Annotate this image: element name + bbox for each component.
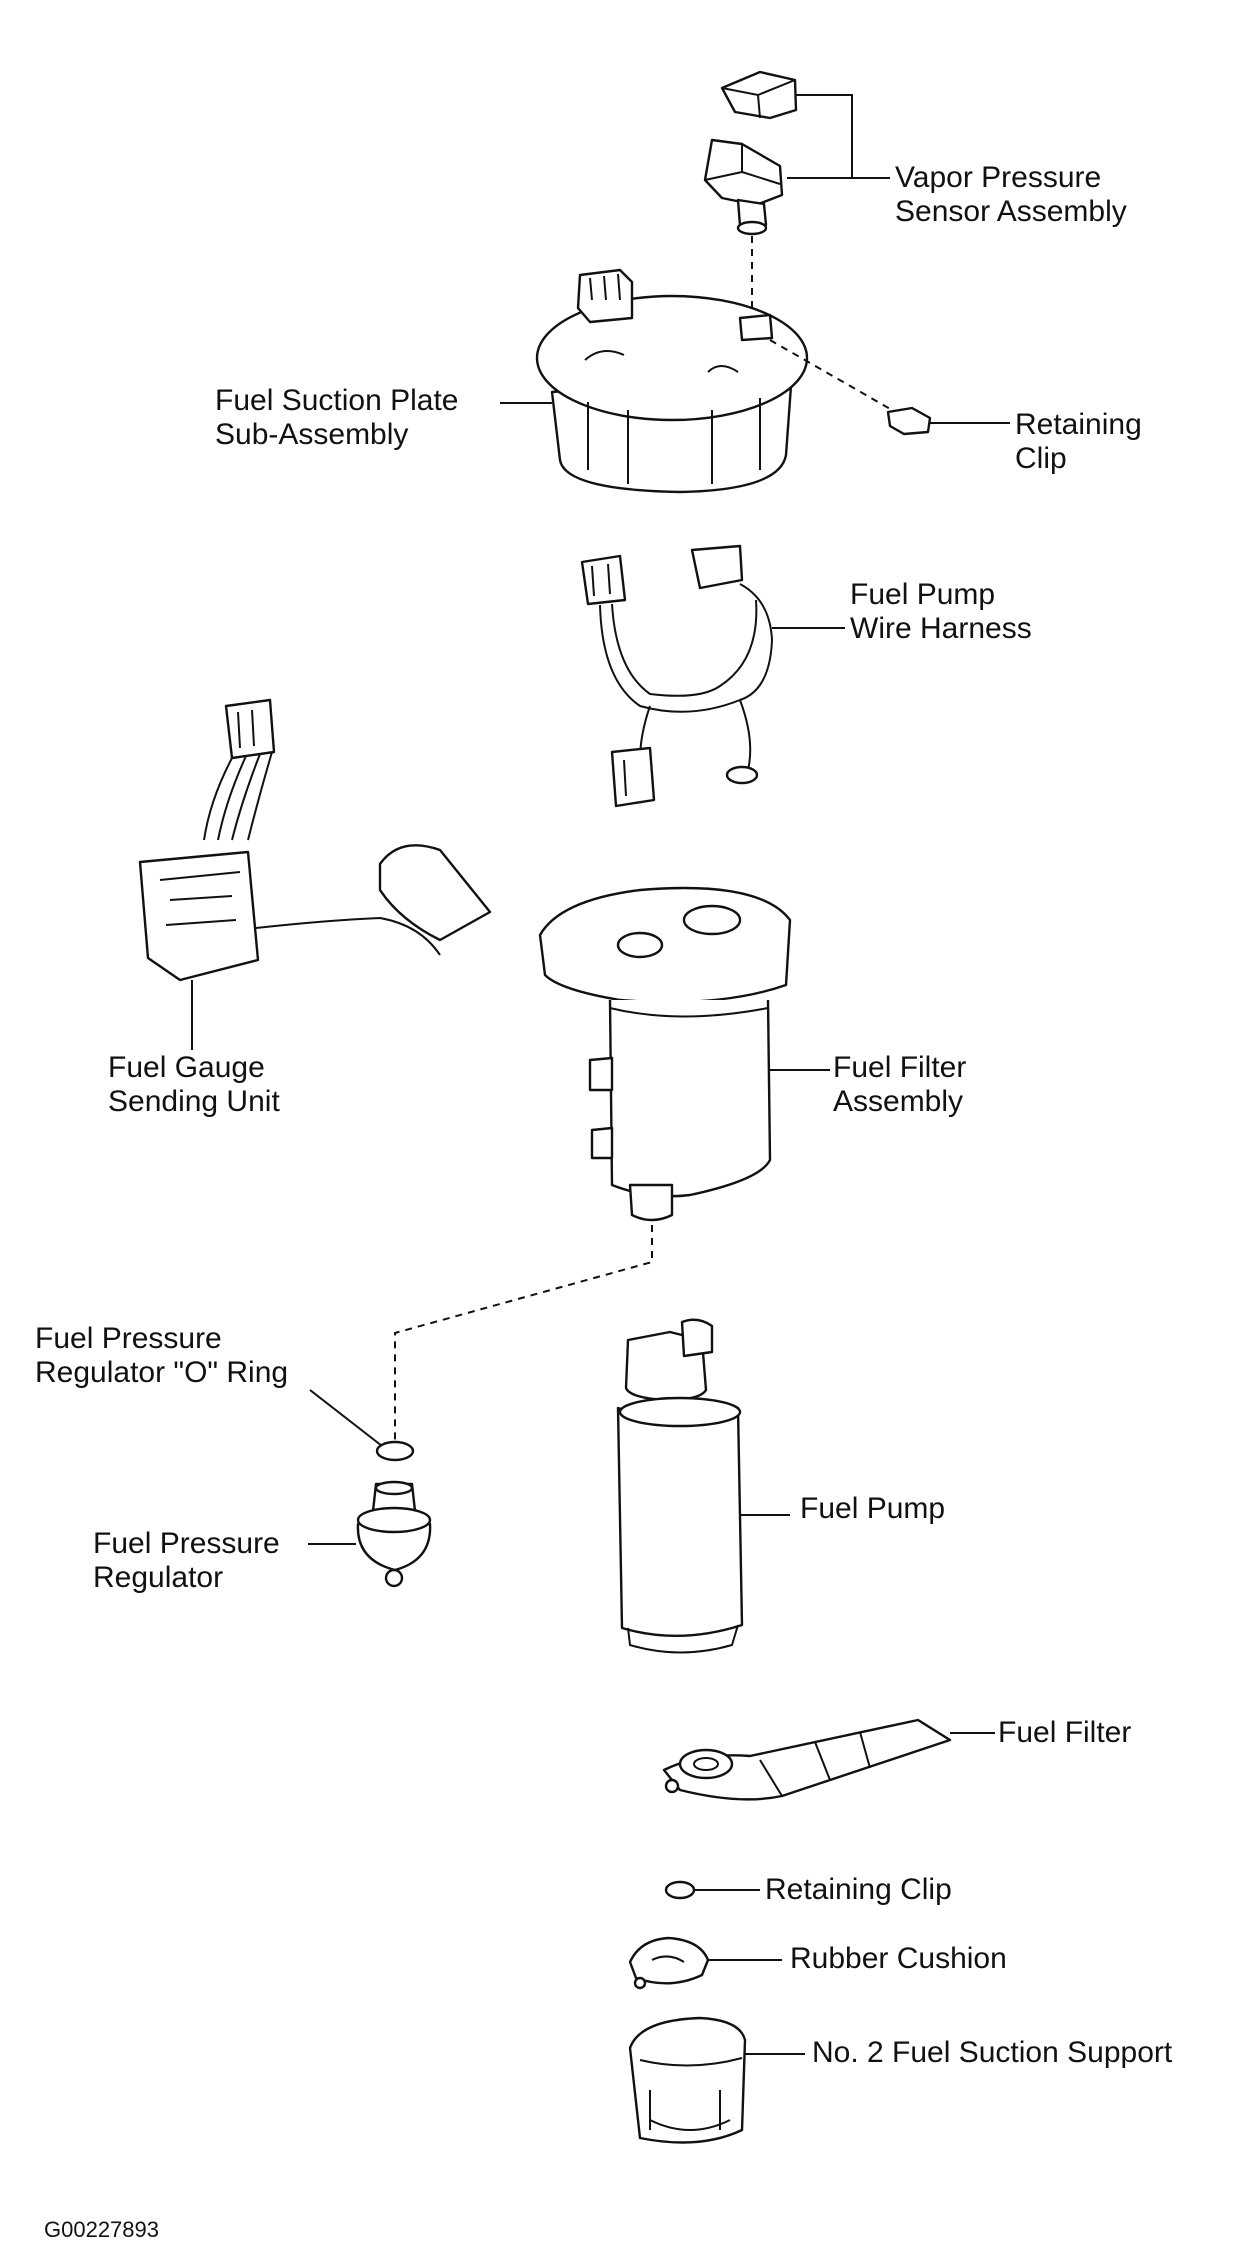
label-o-ring: Fuel Pressure Regulator "O" Ring xyxy=(35,1322,289,1389)
label-rubber-cushion: Rubber Cushion xyxy=(790,1942,1007,1975)
vapor-sensor-leader xyxy=(787,94,890,179)
retaining-clip-bottom-part xyxy=(664,1880,696,1900)
o-ring-dashed-axis xyxy=(394,1225,653,1440)
label-fuel-pressure-regulator: Fuel Pressure Regulator xyxy=(93,1527,280,1594)
rubber-cushion-part xyxy=(628,1936,710,1990)
o-ring-part xyxy=(375,1440,415,1462)
fuel-filter-assembly-part xyxy=(538,886,792,1222)
label-fuel-gauge-sending-unit: Fuel Gauge Sending Unit xyxy=(108,1051,280,1118)
label-retaining-clip-top: Retaining Clip xyxy=(1015,408,1142,475)
label-suction-support: No. 2 Fuel Suction Support xyxy=(812,2036,1173,2069)
fuel-filter-part xyxy=(662,1718,952,1801)
retaining-clip-dashed-axis xyxy=(769,339,893,411)
figure-code: G00227893 xyxy=(44,2217,159,2242)
fuel-pump-part xyxy=(616,1318,744,1654)
wire-harness-part xyxy=(580,544,774,808)
label-vapor-pressure-sensor: Vapor Pressure Sensor Assembly xyxy=(895,161,1127,228)
label-fuel-filter-assembly: Fuel Filter Assembly xyxy=(833,1051,967,1118)
vapor-pressure-sensor-part xyxy=(703,70,798,236)
retaining-clip-top-part xyxy=(886,406,932,436)
o-ring-leader xyxy=(309,1389,383,1447)
fuel-gauge-sending-unit-part xyxy=(138,698,492,982)
label-fuel-filter: Fuel Filter xyxy=(998,1716,1132,1749)
label-retaining-clip-bottom: Retaining Clip xyxy=(765,1873,952,1906)
label-wire-harness: Fuel Pump Wire Harness xyxy=(850,578,1032,645)
fuel-suction-plate-part xyxy=(535,268,809,494)
fuel-pressure-regulator-part xyxy=(356,1480,432,1588)
label-fuel-suction-plate: Fuel Suction Plate Sub-Assembly xyxy=(215,384,459,451)
suction-support-part xyxy=(628,2016,747,2144)
label-fuel-pump: Fuel Pump xyxy=(800,1492,946,1525)
